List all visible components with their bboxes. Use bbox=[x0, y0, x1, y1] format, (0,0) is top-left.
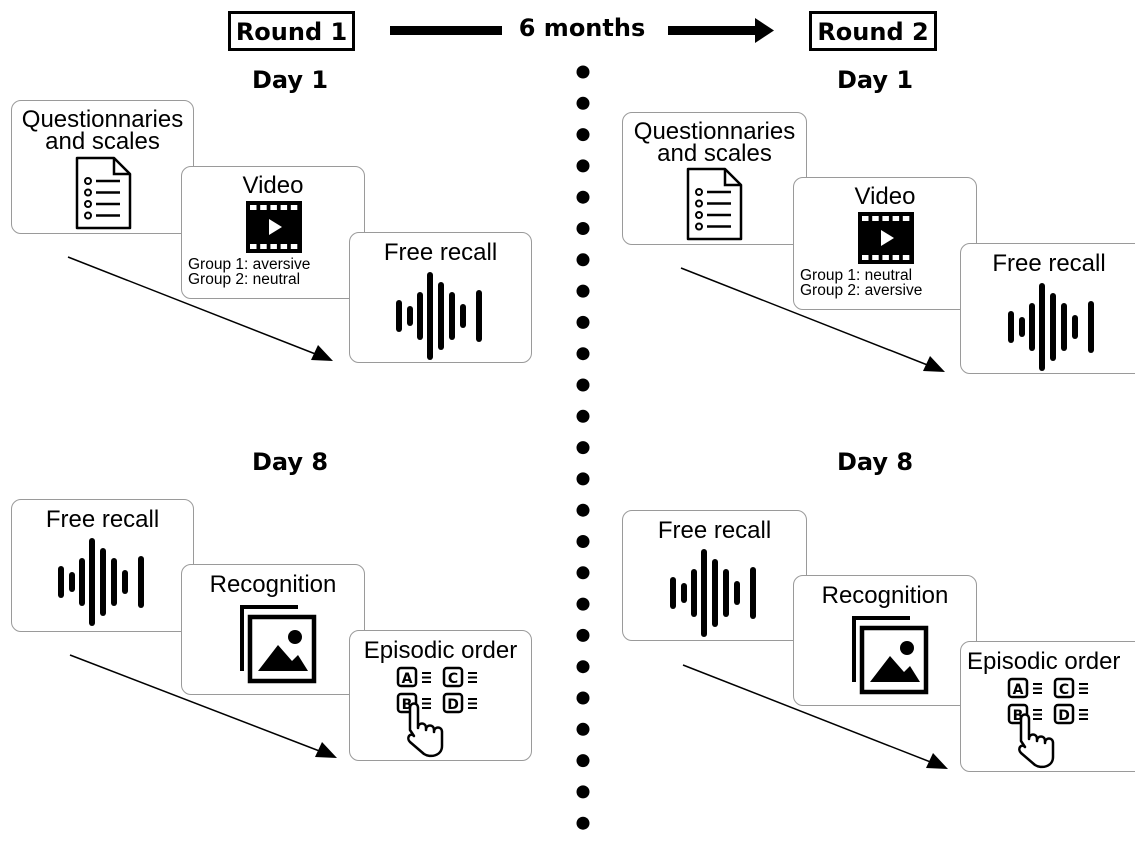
video-group1: Group 1: neutral bbox=[800, 267, 913, 284]
film-play-icon bbox=[858, 212, 914, 264]
document-list-icon bbox=[686, 167, 743, 241]
episodic-order-title: Episodic order bbox=[967, 648, 1121, 675]
separator-dot bbox=[576, 691, 590, 705]
document-list-icon bbox=[75, 156, 132, 230]
separator-dot bbox=[576, 566, 590, 580]
audio-waveform-icon bbox=[396, 272, 482, 360]
round2-day8-free-recall-card: Free recall bbox=[622, 510, 807, 641]
video-group2: Group 2: aversive bbox=[800, 282, 923, 299]
svg-text:D: D bbox=[447, 697, 459, 713]
separator-dot bbox=[576, 503, 590, 517]
round1-questionnaire-card: Questionnaries and scales bbox=[11, 100, 194, 234]
audio-waveform-icon bbox=[1008, 283, 1094, 371]
free-recall-title: Free recall bbox=[992, 250, 1106, 277]
separator-dot bbox=[576, 128, 590, 142]
svg-text:C: C bbox=[1059, 682, 1069, 698]
separator-dot bbox=[576, 597, 590, 611]
separator-dot bbox=[576, 722, 590, 736]
round1-video-card: Video Group 1: aversive Group 2: neutral bbox=[181, 166, 365, 299]
video-group1: Group 1: aversive bbox=[188, 256, 311, 273]
interval-label: 6 months bbox=[518, 14, 646, 42]
separator-dot bbox=[576, 190, 590, 204]
free-recall-title: Free recall bbox=[657, 517, 772, 544]
separator-dot bbox=[576, 378, 590, 392]
questionnaire-title-line1: Questionnaries bbox=[633, 118, 796, 145]
round1-episodic-order-card: Episodic order A C B D bbox=[349, 630, 532, 761]
svg-text:D: D bbox=[1058, 708, 1070, 724]
round-separator-dots bbox=[576, 65, 590, 830]
round1-day1-label: Day 1 bbox=[251, 66, 329, 94]
separator-dot bbox=[576, 535, 590, 548]
round2-video-card: Video Group 1: neutral Group 2: aversive bbox=[793, 177, 977, 310]
round-2-label: Round 2 bbox=[809, 11, 937, 51]
separator-dot bbox=[576, 409, 590, 423]
image-stack-icon bbox=[852, 616, 929, 695]
timeline-bar-right bbox=[668, 26, 758, 35]
svg-text:B: B bbox=[1013, 708, 1024, 724]
free-recall-title: Free recall bbox=[45, 506, 160, 533]
separator-dot bbox=[576, 159, 590, 173]
round-1-label: Round 1 bbox=[228, 11, 355, 51]
timeline-arrowhead bbox=[755, 18, 774, 43]
round1-recognition-card: Recognition bbox=[181, 564, 365, 695]
svg-text:B: B bbox=[402, 697, 413, 713]
separator-dot bbox=[576, 754, 590, 768]
separator-dot bbox=[576, 628, 590, 642]
audio-waveform-icon bbox=[670, 549, 756, 637]
round1-day8-free-recall-card: Free recall bbox=[11, 499, 194, 632]
audio-waveform-icon bbox=[58, 538, 144, 626]
separator-dot bbox=[576, 284, 590, 298]
free-recall-title: Free recall bbox=[383, 239, 498, 266]
separator-dot bbox=[576, 222, 590, 235]
round2-day1-free-recall-card: Free recall bbox=[960, 243, 1135, 374]
svg-text:A: A bbox=[1013, 682, 1024, 698]
svg-text:C: C bbox=[448, 671, 458, 687]
questionnaire-title-line1: Questionnaries bbox=[21, 106, 184, 133]
timeline-bar-left bbox=[390, 26, 502, 35]
questionnaire-title-line2: and scales bbox=[657, 140, 772, 167]
separator-dot bbox=[576, 315, 590, 329]
round1-day8-label: Day 8 bbox=[251, 448, 329, 476]
abcd-touch-icon: A C B D bbox=[396, 666, 477, 758]
video-group2: Group 2: neutral bbox=[188, 271, 301, 288]
separator-dot bbox=[576, 785, 590, 799]
round1-day1-free-recall-card: Free recall bbox=[349, 232, 532, 363]
separator-dot bbox=[576, 65, 590, 79]
questionnaire-title-line2: and scales bbox=[45, 128, 160, 155]
separator-dot bbox=[576, 441, 590, 455]
round2-episodic-order-card: Episodic order A C B D bbox=[960, 641, 1135, 772]
separator-dot bbox=[576, 253, 590, 267]
separator-dot bbox=[576, 472, 590, 486]
recognition-title: Recognition bbox=[209, 571, 337, 598]
separator-dot bbox=[576, 96, 590, 110]
separator-dot bbox=[576, 816, 590, 830]
round2-day8-label: Day 8 bbox=[836, 448, 914, 476]
round2-day1-label: Day 1 bbox=[836, 66, 914, 94]
video-title: Video bbox=[242, 172, 304, 199]
svg-text:A: A bbox=[402, 671, 413, 687]
separator-dot bbox=[576, 347, 590, 361]
video-title: Video bbox=[854, 183, 916, 210]
recognition-title: Recognition bbox=[821, 582, 949, 609]
image-stack-icon bbox=[240, 605, 317, 684]
abcd-touch-icon: A C B D bbox=[1007, 677, 1088, 769]
round2-recognition-card: Recognition bbox=[793, 575, 977, 706]
timeline-arrow bbox=[390, 18, 774, 43]
film-play-icon bbox=[246, 201, 302, 253]
separator-dot bbox=[576, 660, 590, 674]
episodic-order-title: Episodic order bbox=[363, 637, 518, 664]
